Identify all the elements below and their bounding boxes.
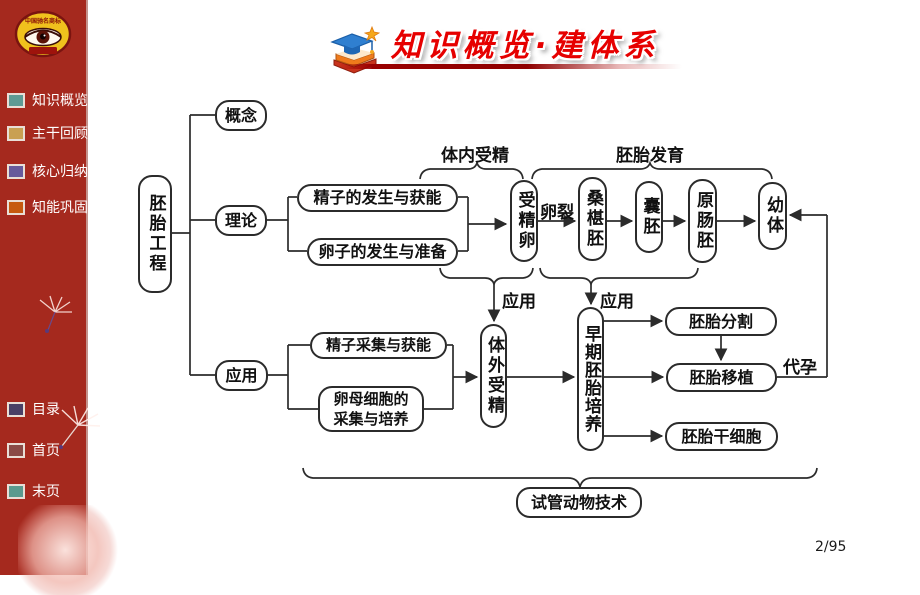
title-underline <box>338 64 682 69</box>
page-indicator: 2/95 <box>815 539 847 555</box>
node-juvenile: 幼体 <box>758 182 787 250</box>
brand-logo: 中国驰名商标 <box>14 10 72 62</box>
bullet-square-icon <box>7 163 25 179</box>
label-in-vivo-fertilization: 体内受精 <box>441 146 509 166</box>
sidebar-item-label: 核心归纳 <box>32 164 88 180</box>
node-embryo-transfer: 胚胎移植 <box>666 363 777 392</box>
sidebar: 中国驰名商标 知识概览 主干回顾 核心归纳 知能巩固 目录 首页 末页 <box>0 0 101 575</box>
sidebar-item-core-summary[interactable]: 核心归纳 <box>7 161 88 181</box>
sidebar-item-skill-consolidation[interactable]: 知能巩固 <box>7 197 88 217</box>
node-embryonic-stem-cells: 胚胎干细胞 <box>665 422 778 451</box>
label-cleavage: 卵裂 <box>540 203 574 223</box>
sidebar-item-label: 末页 <box>32 484 60 500</box>
connector-lines <box>172 114 828 488</box>
node-blastocyst: 囊胚 <box>635 181 663 253</box>
node-egg-genesis: 卵子的发生与准备 <box>307 238 458 266</box>
bullet-square-icon <box>7 92 25 108</box>
sidebar-item-trunk-review[interactable]: 主干回顾 <box>7 123 88 143</box>
sidebar-item-label: 知识概览 <box>32 93 88 109</box>
page-title: 知识概览·建体系 <box>390 28 660 64</box>
node-zygote: 受精卵 <box>510 180 538 262</box>
label-surrogacy: 代孕 <box>783 358 817 378</box>
bullet-square-icon <box>7 125 25 141</box>
bullet-square-icon <box>7 442 25 458</box>
node-concept: 概念 <box>215 100 267 131</box>
sidebar-item-first-page[interactable]: 首页 <box>7 440 60 460</box>
bullet-square-icon <box>7 401 25 417</box>
sidebar-item-label: 知能巩固 <box>32 200 88 216</box>
sidebar-item-label: 首页 <box>32 443 60 459</box>
node-gastrula: 原肠胚 <box>688 179 717 263</box>
label-embryo-development: 胚胎发育 <box>616 146 684 166</box>
svg-text:中国驰名商标: 中国驰名商标 <box>25 17 61 25</box>
brand-logo-icon: 中国驰名商标 <box>14 10 72 58</box>
sidebar-item-contents[interactable]: 目录 <box>7 399 60 419</box>
sidebar-item-label: 主干回顾 <box>32 126 88 142</box>
node-theory: 理论 <box>215 205 267 236</box>
node-oocyte-collection: 卵母细胞的 采集与培养 <box>318 386 424 432</box>
node-embryo-engineering: 胚胎工程 <box>138 175 172 293</box>
bullet-square-icon <box>7 483 25 499</box>
node-embryo-splitting: 胚胎分割 <box>665 307 777 336</box>
node-application: 应用 <box>215 360 268 391</box>
label-apply-right: 应用 <box>600 292 634 312</box>
sidebar-item-label: 目录 <box>32 402 60 418</box>
node-sperm-genesis: 精子的发生与获能 <box>297 184 458 212</box>
node-early-embryo-culture: 早期胚胎培养 <box>577 307 604 451</box>
node-ivf: 体外受精 <box>480 324 507 428</box>
books-cap-icon <box>326 24 381 78</box>
sidebar-item-last-page[interactable]: 末页 <box>7 481 60 501</box>
sidebar-item-knowledge-overview[interactable]: 知识概览 <box>7 90 88 110</box>
bullet-square-icon <box>7 199 25 215</box>
node-test-tube-animal-technology: 试管动物技术 <box>516 487 642 518</box>
node-morula: 桑椹胚 <box>578 177 607 261</box>
node-sperm-collection: 精子采集与获能 <box>310 332 447 359</box>
label-apply-left: 应用 <box>502 292 536 312</box>
